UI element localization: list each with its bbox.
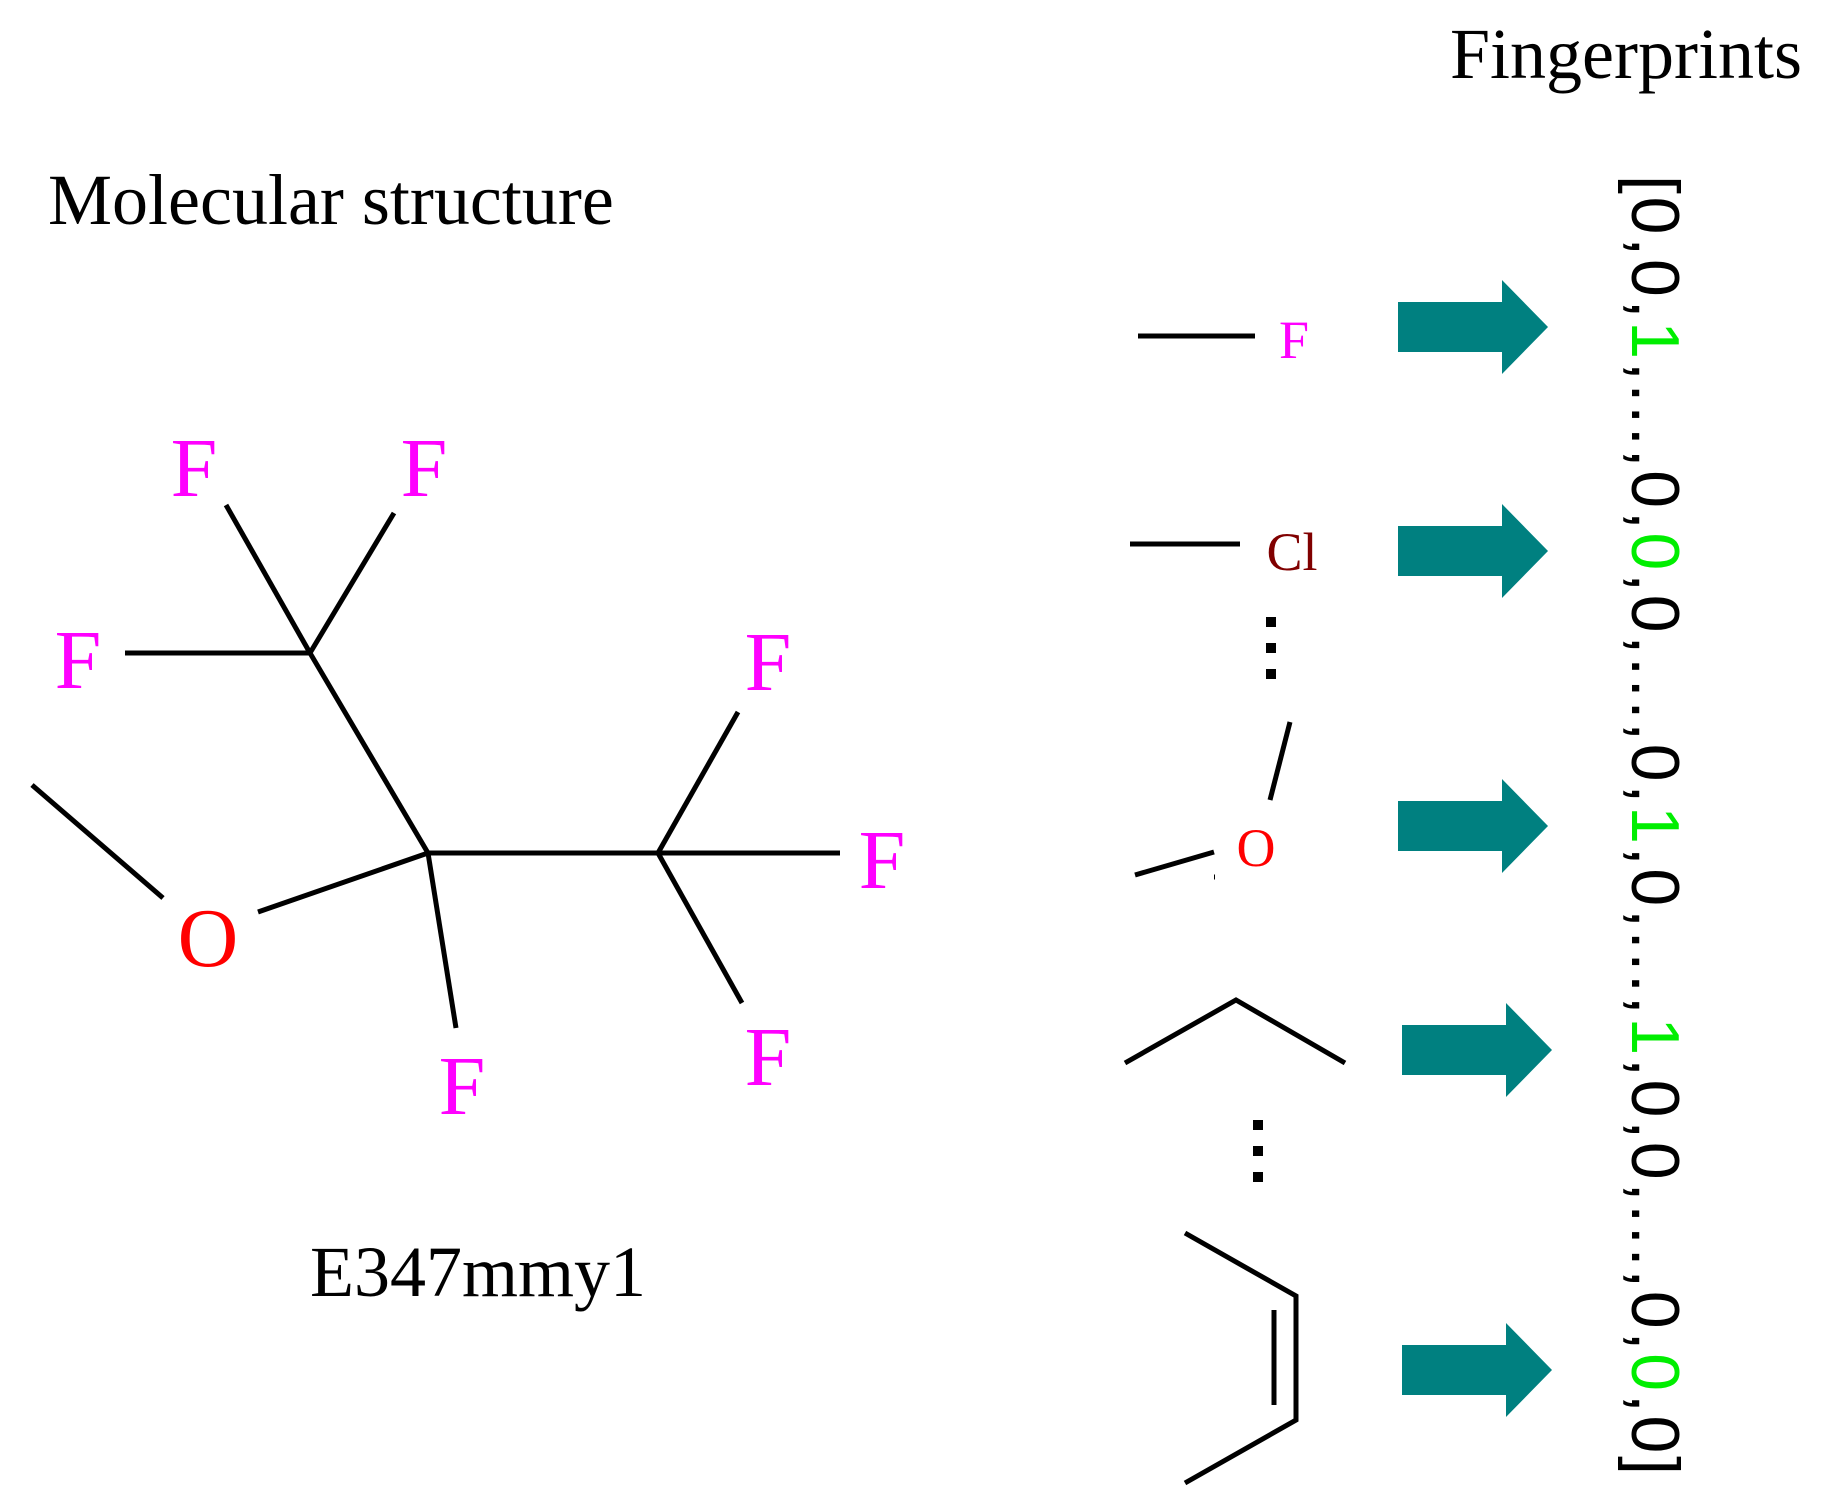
arrow-icon <box>1402 1323 1552 1417</box>
bond-c3-f-bottom <box>655 851 745 1005</box>
atom-fluorine-right: F <box>859 814 906 907</box>
molecular-structure-title: Molecular structure <box>48 160 614 240</box>
bond-c3-f-top <box>655 710 741 855</box>
fragment-branched-chain <box>1123 997 1347 1066</box>
fragment-ether-bond-up <box>1267 721 1293 801</box>
ellipsis-icon <box>1253 1120 1263 1182</box>
fingerprint-vector: [0,0,1,...,0,0,0,...,0,1,0,...,1,0,0,...… <box>1617 175 1693 1475</box>
fragment-fluorine-label: F <box>1279 310 1309 370</box>
fragment-chlorine: Cl <box>1130 522 1318 582</box>
fingerprint-segment: ,0] <box>1617 1394 1693 1475</box>
molecule-atoms: O F F F F F F F <box>55 422 906 1133</box>
arrow-icon <box>1398 779 1548 873</box>
atom-oxygen: O <box>178 892 239 985</box>
fragment-alkene <box>1183 1230 1299 1486</box>
fingerprint-bit-highlight: 1 <box>1617 321 1693 359</box>
fingerprint-segment: ,0,..., <box>1617 847 1693 1015</box>
fragment-ether: O <box>1134 721 1293 880</box>
bond-c2-f-bottom <box>425 852 459 1029</box>
bond-c2-c1 <box>307 651 431 855</box>
fingerprint-bit-highlight: 0 <box>1617 533 1693 571</box>
fingerprint-text: [0,0,1,...,0,0,0,...,0,1,0,...,1,0,0,...… <box>1617 175 1693 1475</box>
fingerprint-segment: ,0,0,...,0, <box>1617 1058 1693 1350</box>
arrows <box>1398 280 1552 1417</box>
fingerprint-segment: ,0,...,0, <box>1617 573 1693 803</box>
molecule-bonds <box>30 503 840 1029</box>
atom-fluorine-top-right: F <box>401 422 448 515</box>
ellipsis-icon <box>1266 617 1276 679</box>
arrow-icon <box>1402 1003 1552 1097</box>
arrow-icon <box>1398 504 1548 598</box>
fingerprint-bit-highlight: 1 <box>1617 806 1693 844</box>
fragment-ether-oxygen: O <box>1237 818 1276 878</box>
fragment-fluorine: F <box>1138 310 1309 370</box>
fragment-alkene-chain <box>1183 1230 1299 1486</box>
fingerprints-title: Fingerprints <box>1450 14 1802 94</box>
bond-c1-f-top-right <box>307 511 397 655</box>
fingerprint-segment: ,...,0, <box>1617 362 1693 530</box>
fingerprint-segment: [0,0, <box>1617 175 1693 318</box>
atom-fluorine-bottom: F <box>439 1040 486 1133</box>
bond-o-c2 <box>257 850 429 915</box>
fingerprint-bit-highlight: 0 <box>1617 1353 1693 1391</box>
atom-fluorine-top-left: F <box>171 422 218 515</box>
atom-fluorine-right-top: F <box>745 616 792 709</box>
arrow-icon <box>1398 280 1548 374</box>
atom-fluorine-left: F <box>55 614 102 707</box>
bond-methyl-o <box>30 783 165 900</box>
fingerprint-bit-highlight: 1 <box>1617 1017 1693 1055</box>
fragment-ether-bond-left <box>1134 849 1215 878</box>
atom-fluorine-right-bottom: F <box>745 1011 792 1104</box>
bond-c1-f-top-left <box>223 503 313 655</box>
fragment-chlorine-label: Cl <box>1266 522 1317 582</box>
molecule-name: E347mmy1 <box>310 1232 646 1312</box>
